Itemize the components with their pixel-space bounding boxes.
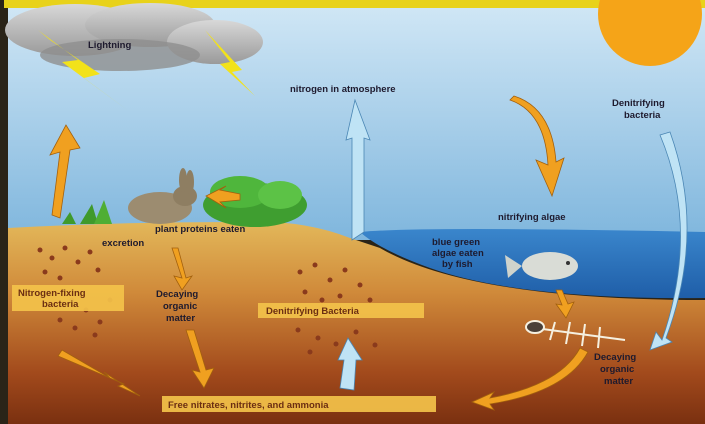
fish-skeleton-icon xyxy=(525,320,626,349)
nitrogen-fixing-label-1: Nitrogen-fixing xyxy=(18,288,86,299)
rabbit-icon xyxy=(128,168,197,224)
decaying-right-label-1: Decaying xyxy=(594,352,636,363)
arrow-rabbit-to-plant xyxy=(205,185,241,209)
arrow-soil-bacteria-up xyxy=(337,337,363,391)
arrow-to-free-nitrates xyxy=(57,349,141,397)
decaying-right-label-3: matter xyxy=(604,376,633,387)
nitrogen-fixing-label-2: bacteria xyxy=(42,299,79,310)
free-nitrates-label: Free nitrates, nitrites, and ammonia xyxy=(168,400,329,411)
grass-icon xyxy=(62,200,112,224)
denitrifying-soil-label: Denitrifying Bacteria xyxy=(266,306,360,317)
blue-green-algae-label-2: algae eaten xyxy=(432,248,484,259)
excretion-label: excretion xyxy=(102,238,144,249)
lightning-label: Lightning xyxy=(88,40,131,51)
nitrifying-algae-label: nitrifying algae xyxy=(498,212,566,223)
decaying-left-label-1: Decaying xyxy=(156,289,198,300)
arrow-nitrifying-curve xyxy=(509,95,565,198)
arrow-excretion-down xyxy=(171,247,194,291)
nitrogen-atmosphere-label: nitrogen in atmosphere xyxy=(290,84,396,95)
nitrogen-fixing-label-box xyxy=(12,285,124,311)
arrow-fish-down xyxy=(555,289,575,319)
arrow-to-atmosphere xyxy=(345,98,371,241)
lightning-bolt-icon xyxy=(38,30,255,112)
arrow-denitrifying-up xyxy=(649,131,688,351)
fish-icon xyxy=(505,252,578,280)
plant-proteins-label: plant proteins eaten xyxy=(155,224,245,235)
bacteria-cluster-middle xyxy=(295,262,378,355)
blue-green-algae-label-1: blue green xyxy=(432,237,480,248)
denitrifying-soil-label-box xyxy=(258,303,424,318)
top-border xyxy=(4,0,705,8)
blue-green-algae-label-3: by fish xyxy=(442,259,473,270)
decaying-left-label-2: organic xyxy=(163,301,197,312)
decaying-right-label-2: organic xyxy=(600,364,634,375)
free-nitrates-label-box xyxy=(162,396,436,412)
arrow-decaying-right-to-nitrates xyxy=(470,347,589,411)
denitrifying-bacteria-label-2: bacteria xyxy=(624,110,661,121)
decaying-left-label-3: matter xyxy=(166,313,195,324)
denitrifying-bacteria-label-1: Denitrifying xyxy=(612,98,665,109)
sun-icon xyxy=(598,0,702,66)
arrow-lightning-to-soil xyxy=(49,124,81,219)
arrow-decaying-down xyxy=(185,329,215,389)
storm-cloud-icon xyxy=(5,3,263,71)
